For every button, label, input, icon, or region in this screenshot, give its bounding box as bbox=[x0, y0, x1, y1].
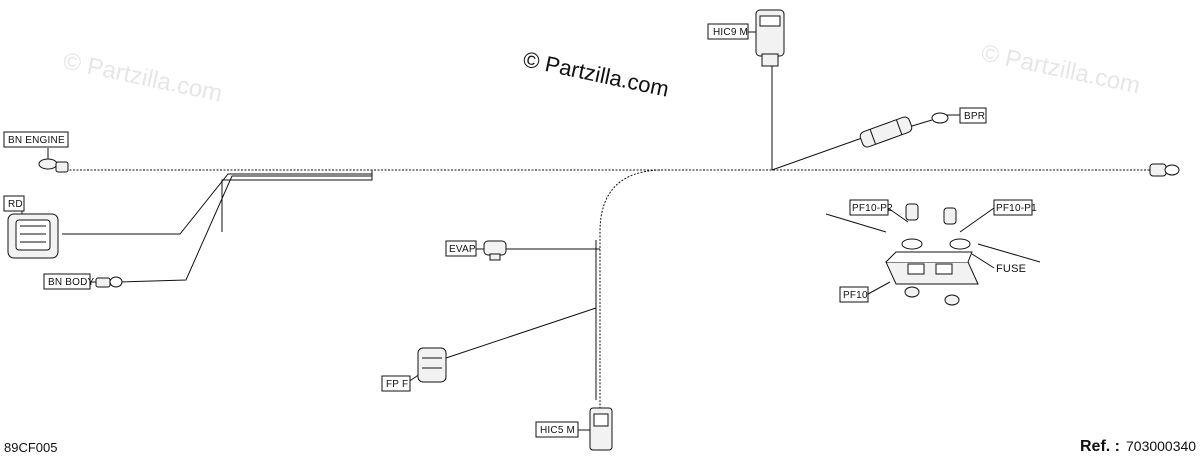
label-bn-engine-text: BN ENGINE bbox=[8, 135, 65, 146]
hic5-connector bbox=[589, 407, 613, 451]
label-bn-body-text: BN BODY bbox=[48, 277, 95, 288]
pf10p2-leader bbox=[887, 207, 909, 223]
pf10p1-leader bbox=[959, 207, 995, 233]
bpr-fuse-holder bbox=[859, 116, 913, 148]
fpf-connector bbox=[417, 347, 447, 383]
label-pf10-p1-text: PF10-P1 bbox=[996, 203, 1037, 214]
evap-connector bbox=[483, 240, 507, 261]
components bbox=[7, 9, 1180, 451]
label-pf10-p1: PF10-P1 bbox=[993, 199, 1037, 216]
trunk-end-terminal bbox=[1149, 163, 1180, 177]
label-evap: EVAP bbox=[445, 240, 477, 257]
rd-connector bbox=[7, 213, 59, 259]
ref-label: Ref. : bbox=[1080, 438, 1120, 455]
label-pf10: PF10 bbox=[839, 286, 869, 303]
fpf-wire bbox=[445, 307, 597, 359]
label-hic9m: HIC9 M bbox=[707, 23, 749, 40]
label-fpf-text: FP F bbox=[386, 379, 408, 390]
pf10-leader bbox=[867, 281, 891, 295]
bpr-wire-end bbox=[911, 119, 933, 127]
ref-number: 703000340 bbox=[1126, 438, 1196, 454]
hic9-connector bbox=[755, 9, 785, 67]
pf10-fuse-block bbox=[885, 203, 979, 306]
labels: HIC9 M BPR BN ENGINE RD BN BODY EVAP PF1… bbox=[3, 23, 1037, 438]
label-rd-text: RD bbox=[8, 199, 23, 210]
bpr-terminal bbox=[931, 112, 949, 124]
label-hic5m-text: HIC5 M bbox=[540, 425, 575, 436]
label-evap-text: EVAP bbox=[449, 244, 476, 255]
watermark-left: © Partzilla.com bbox=[61, 47, 225, 107]
label-hic5m: HIC5 M bbox=[535, 421, 579, 438]
bn-engine-terminal bbox=[38, 158, 69, 173]
label-hic9m-text: HIC9 M bbox=[713, 27, 748, 38]
pf10-left-wire bbox=[825, 213, 887, 233]
bn-body-terminal bbox=[95, 276, 123, 288]
rd-branch-wire-b bbox=[62, 173, 372, 235]
hic5-wire bbox=[599, 169, 661, 410]
label-bpr-text: BPR bbox=[964, 111, 985, 122]
label-pf10-text: PF10 bbox=[843, 290, 868, 301]
label-bpr: BPR bbox=[959, 107, 987, 124]
diagram-code: 89CF005 bbox=[4, 440, 57, 455]
label-bn-engine: BN ENGINE bbox=[3, 131, 69, 148]
rd-branch-wire-a bbox=[221, 170, 373, 232]
label-pf10-p2: PF10-P2 bbox=[849, 199, 893, 216]
harness-wires bbox=[21, 31, 1150, 431]
watermark-main: © Partzilla.com bbox=[521, 46, 671, 101]
label-fpf: FP F bbox=[381, 375, 411, 392]
label-fuse-text: FUSE bbox=[996, 263, 1026, 275]
label-rd: RD bbox=[3, 195, 25, 212]
fuse-leader bbox=[971, 253, 995, 269]
bpr-wire bbox=[771, 137, 863, 171]
label-pf10-p2-text: PF10-P2 bbox=[852, 203, 893, 214]
label-bn-body: BN BODY bbox=[43, 273, 95, 290]
bn-body-wire bbox=[117, 175, 372, 283]
pf10-right-wire bbox=[977, 243, 1041, 263]
watermark-right: © Partzilla.com bbox=[979, 39, 1143, 99]
